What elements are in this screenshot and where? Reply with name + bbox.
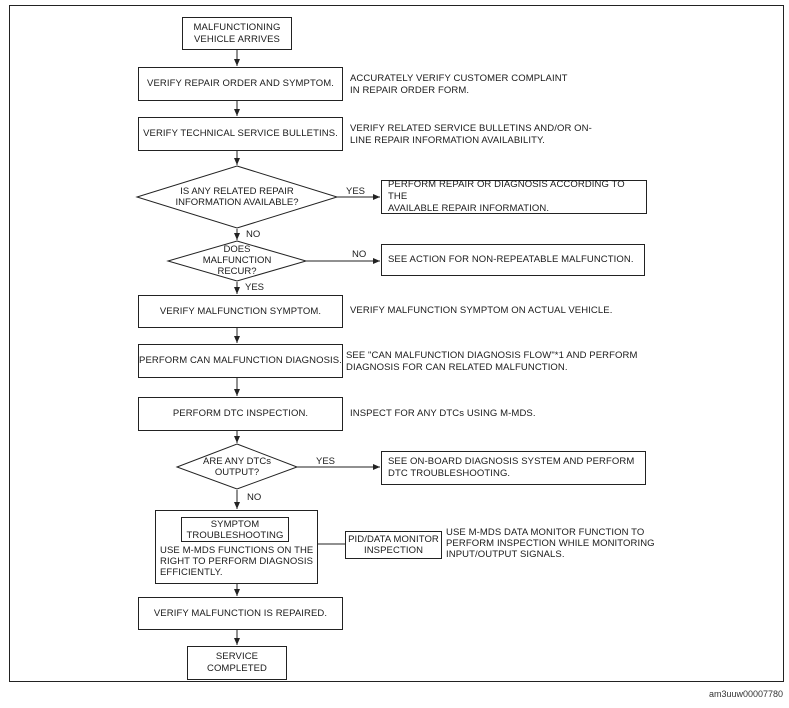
dtc-inspection-box: PERFORM DTC INSPECTION. xyxy=(138,397,343,431)
label-yes-dtc: YES xyxy=(316,456,336,467)
decision-dtc-output xyxy=(175,443,299,490)
symptom-troubleshooting-box: SYMPTOM TROUBLESHOOTING xyxy=(181,517,289,542)
decision-malfunction-recur xyxy=(166,240,308,282)
start-node: MALFUNCTIONING VEHICLE ARRIVES xyxy=(182,17,292,50)
non-repeatable-action-box: SEE ACTION FOR NON-REPEATABLE MALFUNCTIO… xyxy=(381,244,645,276)
dtc-yes-action-box: SEE ON-BOARD DIAGNOSIS SYSTEM AND PERFOR… xyxy=(381,451,646,485)
verify-repair-order-box: VERIFY REPAIR ORDER AND SYMPTOM. xyxy=(138,67,343,101)
decision-repair-info xyxy=(135,165,339,229)
label-yes-repair-info: YES xyxy=(346,186,366,197)
label-no-dtc: NO xyxy=(247,492,262,503)
can-diagnosis-note: SEE "CAN MALFUNCTION DIAGNOSIS FLOW"*1 A… xyxy=(346,350,638,373)
decision-dtc-output-text: ARE ANY DTCs OUTPUT? xyxy=(203,456,271,478)
symptom-note: VERIFY MALFUNCTION SYMPTOM ON ACTUAL VEH… xyxy=(350,305,613,316)
verify-tsb-box: VERIFY TECHNICAL SERVICE BULLETINS. xyxy=(138,117,343,151)
dtc-inspection-note: INSPECT FOR ANY DTCs USING M-MDS. xyxy=(350,408,536,419)
label-no-recur: NO xyxy=(352,249,367,260)
label-yes-recur: YES xyxy=(245,282,265,293)
can-diagnosis-box: PERFORM CAN MALFUNCTION DIAGNOSIS. xyxy=(138,344,343,378)
figure-code: am3uuw00007780 xyxy=(708,689,783,699)
decision-repair-info-text: IS ANY RELATED REPAIR INFORMATION AVAILA… xyxy=(175,186,299,208)
diagram-frame xyxy=(9,5,784,682)
end-node: SERVICE COMPLETED xyxy=(187,646,287,680)
repair-info-yes-action-box: PERFORM REPAIR OR DIAGNOSIS ACCORDING TO… xyxy=(381,179,647,214)
tsb-note: VERIFY RELATED SERVICE BULLETINS AND/OR … xyxy=(350,123,592,146)
pid-monitor-note: USE M-MDS DATA MONITOR FUNCTION TO PERFO… xyxy=(446,527,655,560)
label-no-repair-info: NO xyxy=(246,229,261,240)
pid-data-monitor-box: PID/DATA MONITOR INSPECTION xyxy=(345,531,442,559)
verify-symptom-box: VERIFY MALFUNCTION SYMPTOM. xyxy=(138,295,343,328)
repair-order-note: ACCURATELY VERIFY CUSTOMER COMPLAINT IN … xyxy=(350,73,568,96)
symptom-troubleshooting-note: USE M-MDS FUNCTIONS ON THE RIGHT TO PERF… xyxy=(160,545,314,578)
decision-malfunction-recur-text: DOES MALFUNCTION RECUR? xyxy=(202,244,272,277)
verify-repaired-box: VERIFY MALFUNCTION IS REPAIRED. xyxy=(138,597,343,630)
